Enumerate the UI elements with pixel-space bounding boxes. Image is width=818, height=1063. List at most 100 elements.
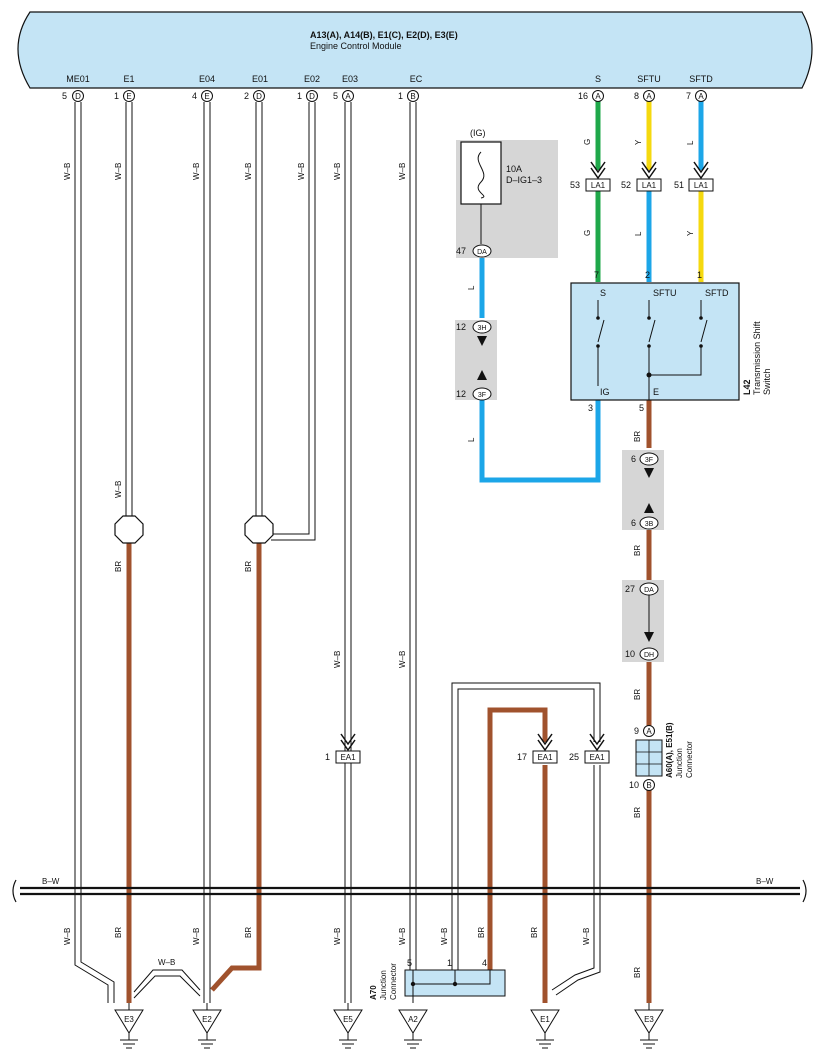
ecm-box bbox=[17, 11, 813, 89]
svg-text:A2: A2 bbox=[408, 1015, 418, 1024]
label-wb-h: W–B bbox=[158, 958, 175, 967]
label-wb-b4: W–B bbox=[398, 928, 407, 945]
svg-text:25: 25 bbox=[569, 752, 579, 762]
label-wb-5: W–B bbox=[297, 163, 306, 180]
svg-text:3B: 3B bbox=[645, 521, 654, 528]
splice-e1 bbox=[114, 515, 144, 544]
svg-text:3: 3 bbox=[588, 403, 593, 413]
svg-text:LA1: LA1 bbox=[642, 181, 657, 190]
connectors-la1: LA1 53 LA1 52 LA1 51 bbox=[570, 161, 714, 192]
svg-text:DA: DA bbox=[644, 587, 654, 594]
svg-text:4: 4 bbox=[192, 91, 197, 101]
wire-e04 bbox=[203, 102, 211, 1003]
svg-text:16: 16 bbox=[578, 91, 588, 101]
svg-text:A: A bbox=[345, 92, 351, 101]
label-wb-b5: W–B bbox=[440, 928, 449, 945]
svg-text:12: 12 bbox=[456, 389, 466, 399]
wire-wb-e3-e2 bbox=[133, 969, 201, 999]
wire-e01-top bbox=[255, 102, 263, 516]
ground-e5: E5 bbox=[333, 1003, 363, 1049]
label-bw-right: B–W bbox=[756, 877, 774, 886]
svg-text:9: 9 bbox=[634, 726, 639, 736]
label-br-2: BR bbox=[244, 561, 253, 572]
wire-br-e01 bbox=[210, 540, 262, 992]
bw-bus-left-end bbox=[12, 879, 17, 903]
connector-da-1: DA bbox=[477, 249, 487, 256]
wire-e1-top bbox=[125, 102, 133, 516]
svg-text:27: 27 bbox=[625, 584, 635, 594]
label-l-1: L bbox=[634, 231, 643, 236]
svg-text:1: 1 bbox=[447, 958, 452, 968]
junction-connector-a60: 9 A 10 B A60(A), E51(B) Junction Connect… bbox=[629, 722, 694, 791]
svg-text:7: 7 bbox=[594, 270, 599, 280]
ecm-signal-e1: E1 bbox=[123, 74, 134, 84]
svg-text:D: D bbox=[256, 92, 262, 101]
ecm-signal-s: S bbox=[595, 74, 601, 84]
transmission-shift-switch: 7 2 1 S SFTU SFTD IG E 3 5 L42 Transmiss… bbox=[570, 270, 772, 413]
svg-text:5: 5 bbox=[333, 91, 338, 101]
fuse-ig-label: (IG) bbox=[470, 128, 486, 138]
svg-text:E1: E1 bbox=[540, 1015, 550, 1024]
svg-text:1: 1 bbox=[325, 752, 330, 762]
svg-text:IG: IG bbox=[600, 387, 610, 397]
svg-text:47: 47 bbox=[456, 246, 466, 256]
wire-e02 bbox=[271, 102, 316, 541]
svg-text:1: 1 bbox=[697, 270, 702, 280]
switch-name-1: Transmission Shift bbox=[752, 321, 762, 395]
svg-text:3H: 3H bbox=[478, 325, 487, 332]
svg-text:E2: E2 bbox=[202, 1015, 212, 1024]
svg-text:17: 17 bbox=[517, 752, 527, 762]
svg-text:E3: E3 bbox=[124, 1015, 134, 1024]
svg-text:E: E bbox=[653, 387, 659, 397]
connectors-ea1: EA1 1 EA1 17 EA1 25 bbox=[325, 733, 610, 764]
junction-connector-a70: 5 1 4 A70 Junction Connector bbox=[369, 958, 506, 1003]
label-wb-b1: W–B bbox=[63, 928, 72, 945]
svg-text:A: A bbox=[646, 92, 652, 101]
label-wb-1: W–B bbox=[63, 163, 72, 180]
svg-text:51: 51 bbox=[674, 180, 684, 190]
label-br-10: BR bbox=[114, 927, 123, 938]
ecm-signal-me01: ME01 bbox=[66, 74, 90, 84]
svg-text:E: E bbox=[126, 92, 131, 101]
label-y-2: Y bbox=[686, 230, 695, 236]
svg-text:A: A bbox=[646, 727, 652, 736]
ground-e3-right: E3 bbox=[634, 1003, 664, 1049]
ecm-terminal-labels: ME01 E1 E04 E01 E02 E03 EC S SFTU SFTD bbox=[66, 74, 713, 84]
fuse-name: D–IG1–3 bbox=[506, 175, 542, 185]
ecm-signal-e02: E02 bbox=[304, 74, 320, 84]
svg-text:SFTD: SFTD bbox=[705, 288, 729, 298]
switch-code: L42 bbox=[742, 379, 752, 395]
label-br-11: BR bbox=[244, 927, 253, 938]
svg-text:DH: DH bbox=[644, 652, 654, 659]
label-l-4: L bbox=[467, 437, 476, 442]
label-br-4: BR bbox=[633, 545, 642, 556]
svg-text:A60(A), E51(B): A60(A), E51(B) bbox=[665, 722, 674, 778]
svg-text:52: 52 bbox=[621, 180, 631, 190]
label-wb-7: W–B bbox=[398, 163, 407, 180]
ground-e3-left: E3 bbox=[114, 1003, 144, 1049]
svg-text:7: 7 bbox=[686, 91, 691, 101]
svg-text:E: E bbox=[204, 92, 209, 101]
svg-text:A: A bbox=[698, 92, 704, 101]
svg-text:6: 6 bbox=[631, 454, 636, 464]
wire-me01 bbox=[74, 102, 115, 1003]
grounds: E3 E2 E5 A2 E1 E3 bbox=[114, 1003, 664, 1049]
svg-text:A70: A70 bbox=[369, 985, 378, 1000]
label-wb-b2: W–B bbox=[192, 928, 201, 945]
svg-text:5: 5 bbox=[639, 403, 644, 413]
svg-text:1: 1 bbox=[398, 91, 403, 101]
ecm-name: Engine Control Module bbox=[310, 41, 402, 51]
svg-text:B: B bbox=[410, 92, 415, 101]
ground-e1: E1 bbox=[530, 1009, 560, 1049]
svg-text:EA1: EA1 bbox=[589, 753, 605, 762]
label-br-7: BR bbox=[633, 967, 642, 978]
label-br-3: BR bbox=[633, 431, 642, 442]
svg-text:Junction: Junction bbox=[379, 970, 388, 1000]
ecm-signal-sftd: SFTD bbox=[689, 74, 713, 84]
svg-text:SFTU: SFTU bbox=[653, 288, 677, 298]
wire-l-ig bbox=[479, 400, 601, 483]
fuse-amp: 10A bbox=[506, 164, 522, 174]
svg-text:6: 6 bbox=[631, 518, 636, 528]
svg-text:8: 8 bbox=[634, 91, 639, 101]
